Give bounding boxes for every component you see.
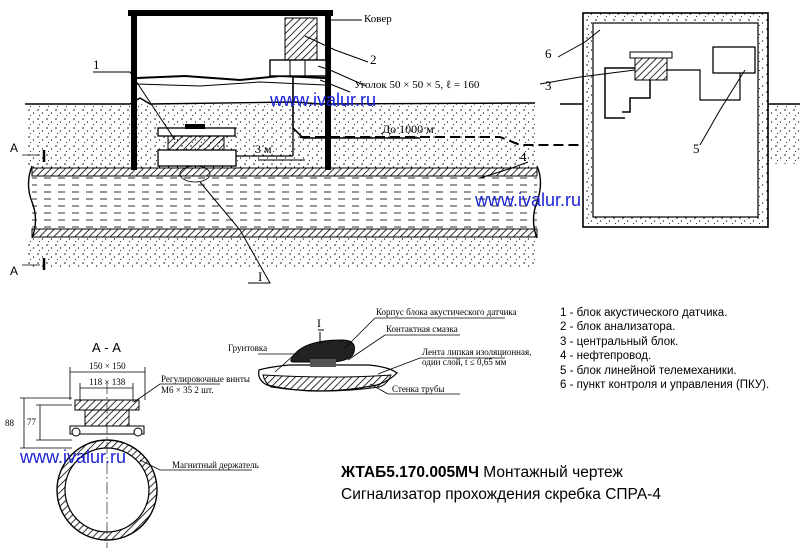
grease-label: Контактная смазка: [386, 324, 458, 334]
callout-4: 4: [520, 149, 527, 164]
screws-label-2: М6 × 35 2 шт.: [161, 385, 214, 395]
callout-1: 1: [93, 57, 100, 72]
detail-labels: I Корпус блока акустического датчика Кон…: [228, 307, 531, 394]
dim-inner: 118 × 138: [89, 377, 126, 387]
watermark-middle: www.ivalur.ru: [475, 190, 582, 210]
dim-77: 77: [27, 417, 37, 427]
detail-view-i: [258, 329, 398, 392]
detail-leaders: [258, 317, 505, 395]
primer-label: Грунтовка: [228, 343, 267, 353]
watermark-bottom: www.ivalur.ru: [20, 447, 127, 467]
pipeline-longitudinal: [27, 165, 542, 239]
angle-label: Уголок 50 × 50 × 5, ℓ = 160: [354, 79, 480, 91]
section-aa: [56, 382, 158, 548]
distance-3m: 3 м: [255, 142, 272, 156]
acoustic-sensor-block: [157, 124, 294, 167]
pipe-wall-label: Стенка трубы: [392, 384, 445, 394]
detail-ref: I: [317, 316, 321, 330]
title-line-2: Сигнализатор прохождения скребка СПРА-4: [341, 486, 661, 503]
tape-label-2: один слой, t ≤ 0,65 мм: [422, 357, 507, 367]
dim-outer: 150 × 150: [89, 361, 126, 371]
magnet-label: Магнитный держатель: [172, 460, 259, 470]
pku-building: [582, 12, 769, 228]
callout-labels: 1 2 3 4 5 6 I A A: [10, 46, 700, 284]
housing-label: Корпус блока акустического датчика: [376, 307, 517, 317]
watermark-top: www.ivalur.ru: [270, 90, 377, 110]
dim-88: 88: [5, 418, 15, 428]
section-mark-a-top: A: [10, 141, 18, 155]
callout-6: 6: [545, 46, 552, 61]
drawing-code: ЖТАБ5.170.005МЧ: [341, 464, 479, 481]
legend-item: 2 - блок анализатора.: [560, 321, 676, 334]
legend: 1 - блок акустического датчика. 2 - блок…: [560, 306, 769, 392]
section-labels: А - А 150 × 150 118 × 138 Регулировочные…: [5, 340, 259, 470]
drawing-kind: Монтажный чертеж: [478, 464, 623, 481]
legend-item: 3 - центральный блок.: [560, 335, 679, 348]
legend-item: 4 - нефтепровод.: [560, 350, 652, 363]
title-block: ЖТАБ5.170.005МЧ Монтажный чертеж Сигнали…: [341, 462, 661, 506]
screws-label-1: Регулировочные винты: [161, 374, 250, 384]
distance-1000m: До 1000 м: [382, 122, 434, 136]
callout-detail-i: I: [258, 269, 262, 284]
callout-5: 5: [693, 141, 700, 156]
cable-to-pku: [300, 136, 583, 146]
section-aa-dims: [20, 367, 252, 471]
section-title: А - А: [92, 340, 121, 355]
section-mark-a-bottom: A: [10, 264, 18, 278]
top-view-labels: Ковер Уголок 50 × 50 × 5, ℓ = 160 3 м До…: [255, 13, 480, 156]
callout-2: 2: [370, 52, 377, 67]
legend-item: 1 - блок акустического датчика.: [560, 307, 728, 319]
legend-item: 5 - блок линейной телемеханики.: [560, 364, 737, 377]
tape-label-1: Лента липкая изоляционная,: [422, 347, 531, 357]
section-marks: [22, 150, 46, 270]
callout-3: 3: [545, 78, 552, 93]
title-line-1: ЖТАБ5.170.005МЧ Монтажный чертеж: [341, 462, 661, 484]
cover-label: Ковер: [364, 13, 392, 25]
legend-item: 6 - пункт контроля и управления (ПКУ).: [560, 379, 770, 392]
leader-lines: [93, 19, 746, 284]
